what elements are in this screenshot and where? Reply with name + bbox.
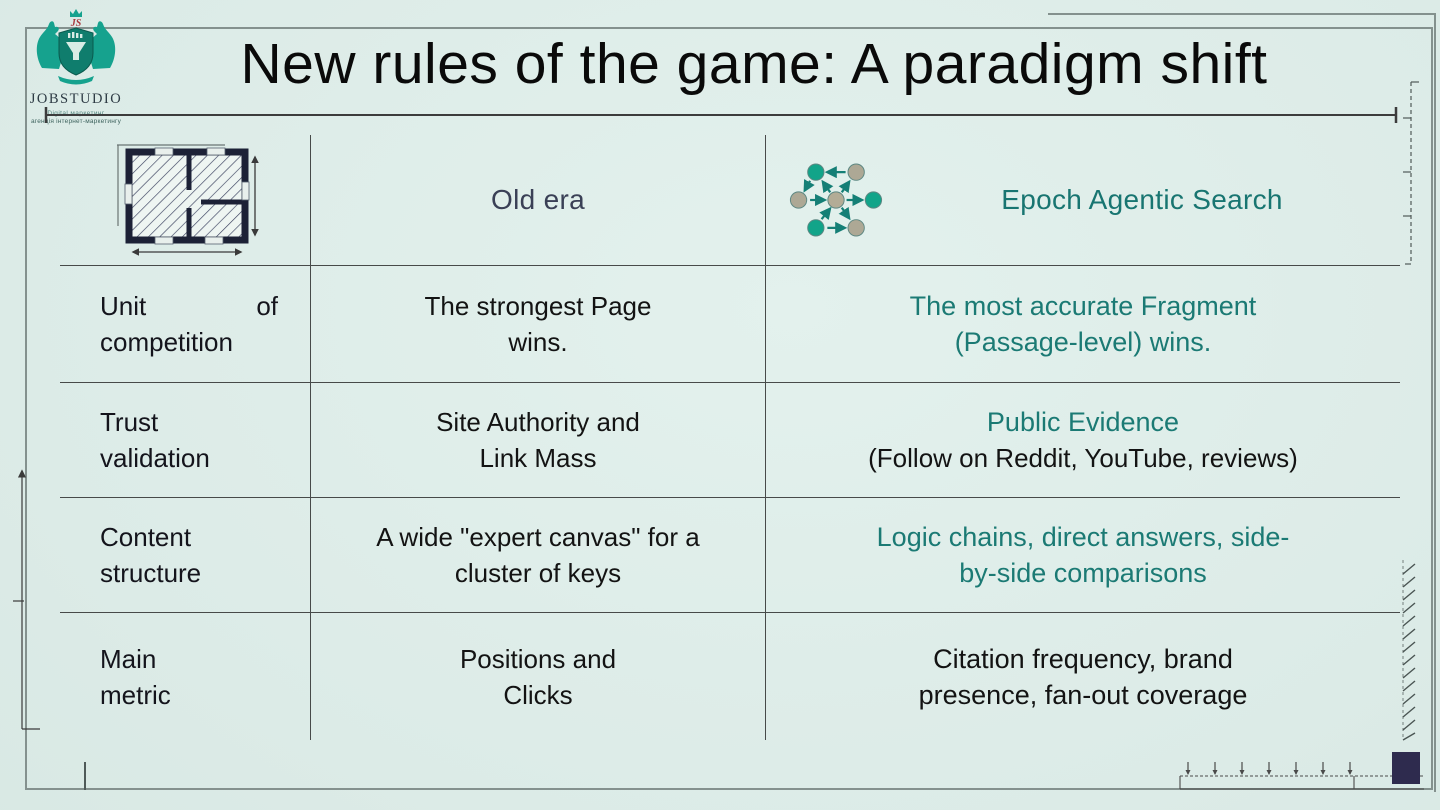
dimension-line-top xyxy=(44,107,1398,123)
table-cell-new: Public Evidence (Follow on Reddit, YouTu… xyxy=(765,382,1400,497)
tick-bottom-left xyxy=(84,762,86,790)
logo-brand-text: JOBSTUDIO xyxy=(29,91,123,107)
old-era-value: A wide "expert canvas" for a cluster of … xyxy=(376,522,700,588)
page-title: New rules of the game: A paradigm shift xyxy=(240,32,1268,96)
table-cell-old: Site Authority and Link Mass xyxy=(310,382,765,497)
new-era-value: Citation frequency, brand presence, fan-… xyxy=(918,643,1248,710)
dimension-line-left xyxy=(13,469,40,730)
accent-square xyxy=(1392,752,1420,784)
table-cell-old: The strongest Page wins. xyxy=(310,265,765,382)
comparison-table: Old era xyxy=(60,135,1400,740)
network-graph-icon xyxy=(789,163,883,237)
old-era-label: Old era xyxy=(491,184,585,215)
logo-tagline-1: Digital маркетинг xyxy=(47,110,105,117)
new-era-note: (Follow on Reddit, YouTube, reviews) xyxy=(868,443,1298,473)
old-era-value: The strongest Page wins. xyxy=(424,291,652,357)
new-era-value: The most accurate Fragment (Passage-leve… xyxy=(909,291,1257,357)
frame-offset-line-right xyxy=(1434,13,1436,792)
table-header-corner xyxy=(60,135,310,265)
new-era-label: Epoch Agentic Search xyxy=(1001,184,1283,215)
logo-tagline-2: агенція інтернет-маркетингу xyxy=(30,118,122,125)
svg-text:JS: JS xyxy=(70,18,82,29)
ruler-right-upper xyxy=(1403,81,1419,265)
old-era-value: Site Authority and Link Mass xyxy=(436,407,640,473)
ruler-scale-bottom xyxy=(1179,762,1424,790)
table-cell-new: The most accurate Fragment (Passage-leve… xyxy=(765,265,1400,382)
crest-logo-icon: JS xyxy=(36,9,116,85)
frame-offset-line-top xyxy=(1048,13,1436,15)
floor-plan-icon xyxy=(117,144,259,256)
new-era-value: Public Evidence xyxy=(986,407,1180,437)
blueprint-frame xyxy=(25,27,1433,790)
table-cell-old: Positions and Clicks xyxy=(310,612,765,740)
table-cell-old: A wide "expert canvas" for a cluster of … xyxy=(310,497,765,612)
table-header-old-era: Old era xyxy=(310,135,765,265)
hatch-marks-right xyxy=(1402,560,1416,741)
table-cell-new: Logic chains, direct answers, side- by-s… xyxy=(765,497,1400,612)
table-cell-new: Citation frequency, brand presence, fan-… xyxy=(765,612,1400,740)
jobstudio-logo: JS JOBSTUDIO Digital маркетинг агенція і… xyxy=(24,8,128,125)
table-header-new-era: Epoch Agentic Search xyxy=(765,135,1400,265)
old-era-value: Positions and Clicks xyxy=(459,643,617,710)
new-era-value: Logic chains, direct answers, side- by-s… xyxy=(876,522,1290,588)
